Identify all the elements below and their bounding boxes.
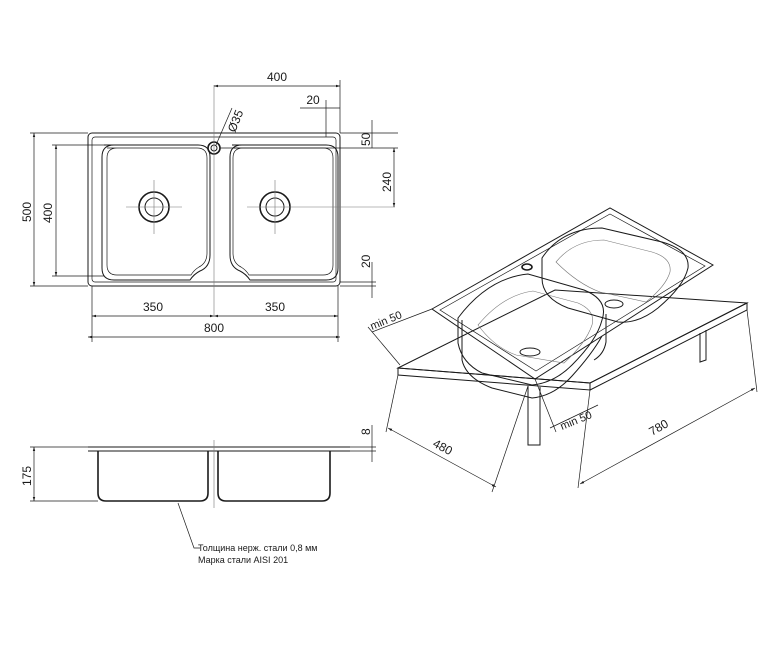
left-bowl: [101, 144, 211, 281]
dim-bottom-margin: 20: [359, 254, 373, 268]
top-view: 400 20 Ø35 50 240 20 500 400 350: [20, 70, 398, 342]
side-right-bowl: [217, 451, 331, 502]
dim-depth: 175: [20, 466, 34, 486]
right-bowl-inner: [232, 147, 334, 276]
dim-min-bottom: min 50: [559, 409, 594, 432]
dim-total-width: 800: [204, 321, 224, 335]
leader-tap-hole: [215, 107, 233, 146]
note-material-thickness: Толщина нерж. стали 0,8 мм: [198, 543, 317, 553]
cabinet-leg-right: [699, 330, 707, 363]
iso-sink-rim: [431, 207, 714, 380]
dim-rim: 8: [359, 428, 373, 435]
iso-ext-480-right: [491, 385, 529, 493]
dim-top-margin: 50: [359, 132, 373, 146]
cabinet-leg-left: [527, 386, 541, 446]
dim-min-top: min 50: [369, 309, 404, 332]
dim-cabinet-width: 780: [647, 416, 672, 438]
dim-overall-width: 400: [267, 70, 287, 84]
iso-bowl-front: [457, 273, 604, 386]
dim-offset: 20: [306, 93, 320, 107]
dim-cabinet-depth: 480: [431, 436, 456, 458]
dim-bowl-right-width: 350: [265, 300, 285, 314]
iso-dim-line-780: [579, 387, 756, 485]
dim-bowl-left-width: 350: [143, 300, 163, 314]
iso-sink-rim-inner: [439, 213, 706, 372]
note-steel-grade: Марка стали AISI 201: [198, 555, 288, 565]
side-left-bowl: [97, 451, 209, 502]
left-bowl-inner: [106, 147, 208, 276]
right-bowl: [229, 144, 339, 281]
iso-ext-780-left: [577, 389, 591, 489]
iso-dim-line-480: [387, 427, 497, 488]
dim-bowl-depth: 240: [380, 172, 394, 192]
iso-ext-min50-top: [371, 308, 433, 333]
dim-tap-hole: Ø35: [225, 108, 247, 135]
iso-bowl-front-body: [461, 320, 603, 399]
iso-view: min 50 480 min 50 780: [367, 207, 758, 493]
side-view: 8 175 Толщина нерж. стали 0,8 мм Марка с…: [20, 425, 376, 565]
dim-total-height: 500: [20, 202, 34, 222]
iso-bowl-back-body: [593, 314, 607, 361]
iso-tap-hole: [521, 263, 533, 271]
iso-ext-480-left: [385, 374, 399, 433]
iso-bowl-back: [541, 227, 689, 323]
iso-drain-front: [519, 347, 541, 357]
iso-ext-780-right: [746, 309, 758, 393]
iso-dim-line-min50-top: [367, 326, 401, 366]
cabinet-side-edge: [589, 302, 748, 391]
dim-bowl-height: 400: [41, 203, 55, 223]
note-leader: [177, 502, 200, 549]
iso-ext-min50-bottom: [534, 378, 557, 433]
iso-bowl-front-inner: [477, 290, 593, 364]
iso-bowl-back-inner: [555, 239, 671, 303]
iso-drain-back: [604, 299, 624, 309]
